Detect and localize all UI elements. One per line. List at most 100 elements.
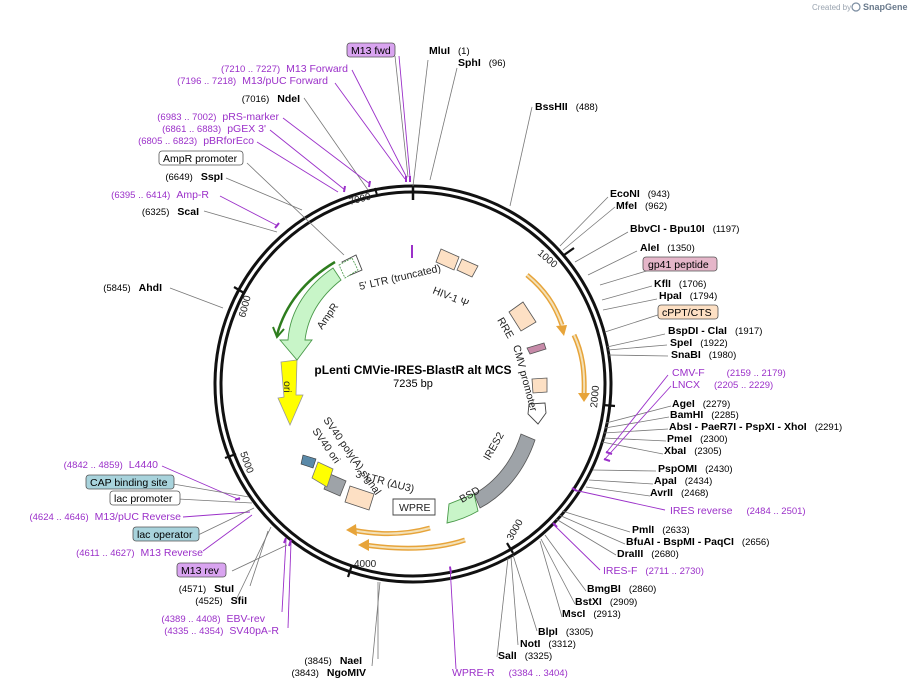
enzyme-draiii: DraIII(2680) [617,548,679,560]
primer-m13puc-forward: (7196 .. 7218)M13/pUC Forward [177,75,328,87]
enzyme-xhoi: AbsI - PaeR7I - PspXI - XhoI(2291) [669,421,842,433]
enzyme-blpi: BlpI(3305) [538,626,593,638]
primer-amp-r: (6395 .. 6414)Amp-R [111,189,209,201]
primer-sv40pa-r: (4335 .. 4354)SV40pA-R [164,625,279,637]
primer-lncx: LNCX(2205 .. 2229) [672,379,773,391]
enzymes-left: (7016)NdeI (6649)SspI (6325)ScaI (5845)A… [103,93,366,679]
primer-l4440: (4842 .. 4859)L4440 [64,459,159,471]
enzyme-pmei: PmeI(2300) [667,433,728,445]
wpre-box [392,498,436,516]
scale-ticks [224,186,616,578]
ampr-orf-arc [275,260,336,336]
plasmid-name: pLenti CMVie-IRES-BlastR alt MCS [314,363,511,377]
enzyme-snabi: SnaBI(1980) [671,349,736,361]
primer-m13-forward: (7210 .. 7227)M13 Forward [221,63,348,75]
tick-1000 [563,247,575,256]
snapgene-credit: Created by SnapGene [812,2,908,12]
enzyme-bamhi: BamHI(2285) [670,409,739,421]
enzyme-sspi: (6649)SspI [165,171,223,183]
m13fwd-label: M13 fwd [351,45,391,57]
enzyme-naei: (3845)NaeI [304,655,362,667]
enzyme-agei: AgeI(2279) [672,398,730,410]
primer-ires-f: IRES-F(2711 .. 2730) [603,565,704,577]
lacprom-box [109,490,181,506]
enzyme-xbai: XbaI(2305) [664,445,722,457]
ori-arrow [277,359,304,426]
primer-connectors [161,55,672,670]
enzyme-bspdi: BspDI - ClaI(1917) [668,325,762,337]
ires-label: IRES2 [481,430,507,462]
primer-labels: (7210 .. 7227)M13 Forward (7196 .. 7218)… [29,63,805,679]
enzyme-ndei: (7016)NdeI [242,93,300,105]
enzyme-pspomi: PspOMI(2430) [658,463,733,475]
hiv-psi-box [435,248,460,271]
m13rev-box [176,562,227,578]
rre-label: RRE [494,316,515,341]
tick-6000 [233,286,245,294]
lac-region-box [300,454,317,469]
orf-arcs [272,260,587,551]
feature-arrows [277,248,548,524]
enzyme-mlui: MluI(1) [429,45,470,57]
enzyme-bstxi: BstXI(2909) [575,596,637,608]
ampr-label: AmpR [315,301,342,332]
primer-prs-marker: (6983 .. 7002)pRS-marker [157,111,279,123]
ampr-promoter-box [338,257,359,279]
enzyme-stui: (4571)StuI [179,583,234,595]
tick-label-3000: 3000 [505,517,526,542]
enzymes-right: MluI(1) SphI(96) BssHII(488) EcoNI(943) … [429,45,842,662]
enzyme-hpai: HpaI(1794) [659,290,717,302]
enzyme-mfei: MfeI(962) [616,200,667,212]
cppt-label: cPPT/CTS [662,307,712,319]
enzyme-bbvci: BbvCI - Bpu10I(1197) [630,223,739,235]
orf-arrowheads [346,325,590,551]
cppt-box [531,377,548,394]
ires2-arrow [473,433,536,509]
gp41-box [526,342,547,355]
enzyme-noti: NotI(3312) [520,638,576,650]
tick-label-2000: 2000 [589,385,602,409]
enzyme-msci: MscI(2913) [562,608,621,620]
rre-box [508,301,537,332]
enzyme-sali: SalI(3325) [498,650,552,662]
enzyme-alei: AleI(1350) [640,242,695,254]
lacop-label: lac operator [137,529,193,541]
amprpromoter-label: AmpR promoter [163,153,238,165]
gp41-label-box [642,256,718,272]
m13rev-label: M13 rev [181,565,220,577]
boxed-labels: M13 fwd AmpR promoter gp41 peptide cPPT/… [85,42,719,578]
credit-prefix: Created by [812,3,851,12]
enzyme-econi: EcoNI(943) [610,188,670,200]
enzyme-apai: ApaI(2434) [654,475,712,487]
tick-7000 [374,187,378,196]
enzyme-scai: (6325)ScaI [142,206,199,218]
ampr-arrow [279,267,342,361]
tick-2000 [602,403,616,408]
m13fwd-box [346,42,396,58]
cppt-label-box [657,304,719,320]
ltr5-label: 5' LTR (truncated) [358,262,442,292]
plasmid-length: 7235 bp [393,378,433,390]
primer-cmv-f: CMV-F(2159 .. 2179) [672,367,786,379]
enzyme-bfuai: BfuAI - BspMI - PaqCI(2656) [626,536,769,548]
enzyme-sfii: (4525)SfiI [195,595,247,607]
tick-3000 [506,542,514,554]
gp41-label: gp41 peptide [648,259,709,271]
enzyme-pmli: PmlI(2633) [632,524,690,536]
bsd-arrow [446,493,479,524]
snapgene-logo-icon [851,2,861,12]
primer-wpre-r: WPRE-R(3384 .. 3404) [452,667,568,679]
tick-4000 [346,564,354,578]
primer-m13-reverse: (4611 .. 4627)M13 Reverse [76,547,203,559]
enzyme-sphi: SphI(96) [458,57,506,69]
wpre-orf-arc-inner [364,539,466,550]
enzyme-connectors [169,59,672,667]
enzyme-avrii: AvrII(2468) [650,487,708,499]
primer-pgex3: (6861 .. 6883)pGEX 3' [162,123,266,135]
lacprom-label: lac promoter [114,493,173,505]
enzyme-bsshii: BssHII(488) [535,101,598,113]
credit-brand: SnapGene [863,2,908,12]
cmv-arrow [527,402,547,425]
cmv-orf-arc-inner [573,334,586,396]
